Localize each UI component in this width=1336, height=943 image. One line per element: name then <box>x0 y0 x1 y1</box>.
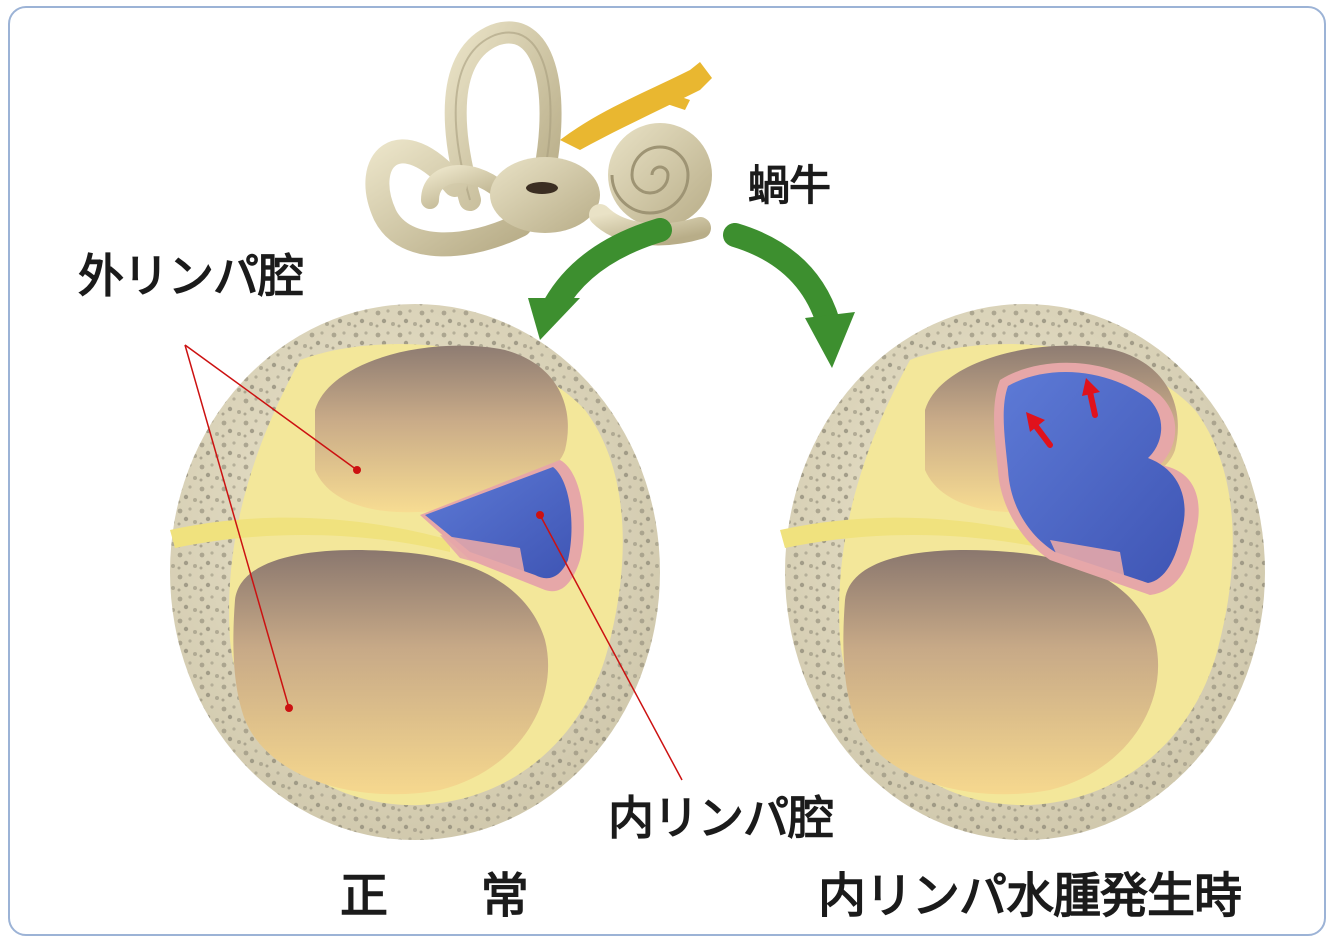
caption-normal: 正 常 <box>340 856 567 926</box>
cross-section-normal <box>170 304 660 840</box>
caption-hydrops: 内リンパ水腫発生時 <box>818 856 1241 926</box>
curved-green-arrow-icon <box>735 235 855 368</box>
cross-section-hydrops <box>780 304 1265 840</box>
inner-ear-labyrinth-icon <box>377 32 712 244</box>
curved-green-arrow-icon <box>528 230 660 340</box>
perilymphatic-space-label: 外リンパ腔 <box>78 240 303 306</box>
cochlea-label: 蝸牛 <box>748 152 830 213</box>
endolymphatic-space-label: 内リンパ腔 <box>608 782 833 848</box>
